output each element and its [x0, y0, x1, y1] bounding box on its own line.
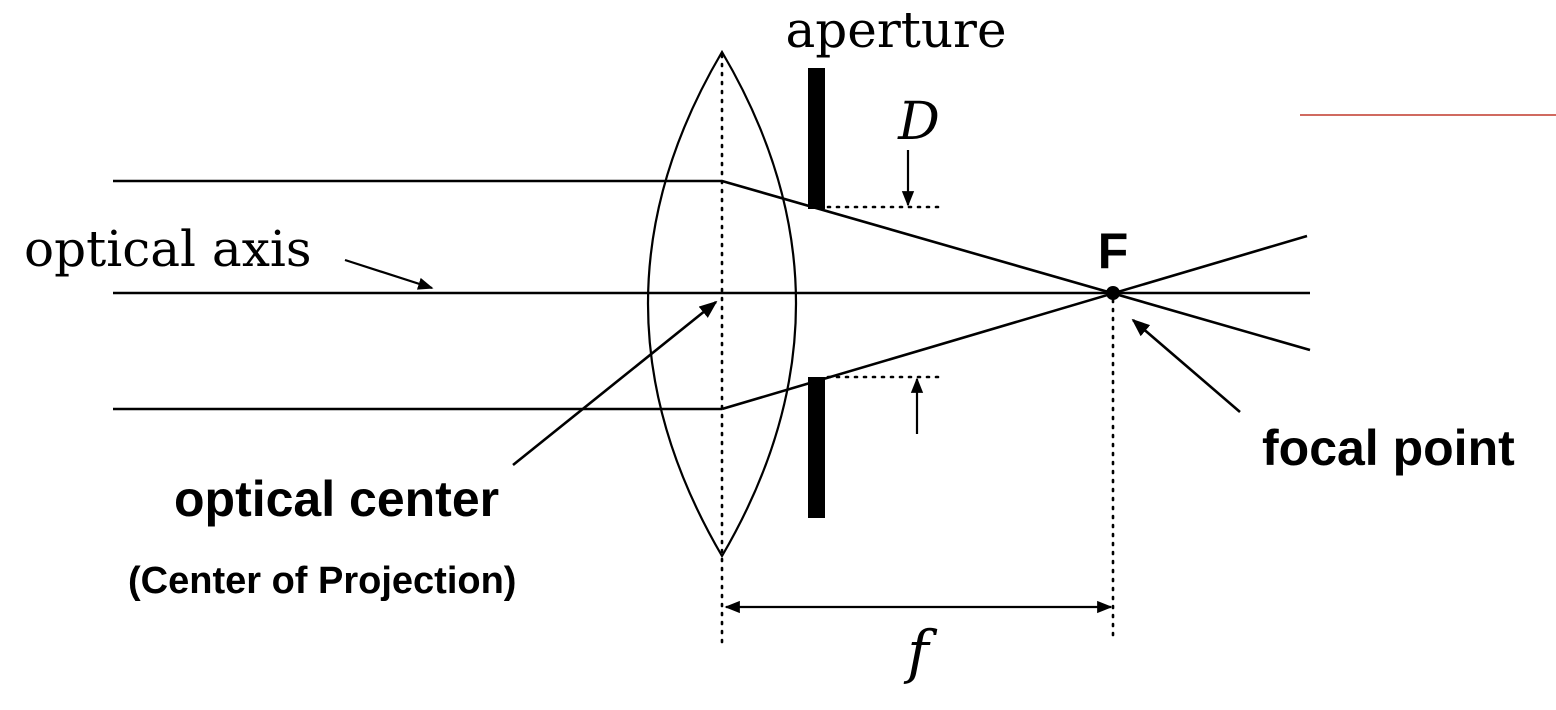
focal-point-label: focal point	[1262, 420, 1515, 476]
optical-center-label: optical center	[174, 471, 499, 527]
aperture-stop-bottom	[808, 377, 825, 518]
focal-point-pointer-arrow	[1131, 318, 1241, 413]
refracted-ray-top	[721, 179, 1311, 352]
center-of-projection-label: (Center of Projection)	[128, 560, 516, 602]
optical-axis-pointer-arrow	[344, 258, 434, 290]
lens	[646, 49, 798, 559]
optical-center-pointer-arrow	[512, 300, 718, 467]
aperture-label: aperture	[785, 1, 1006, 59]
focal-point-letter: F	[1098, 223, 1129, 279]
aperture-stop-top	[808, 68, 825, 209]
optical-axis-label: optical axis	[24, 220, 312, 278]
aperture-diameter-label: D	[897, 92, 940, 152]
focal-length-label: f	[903, 618, 938, 686]
focal-point-dot	[1106, 286, 1120, 300]
